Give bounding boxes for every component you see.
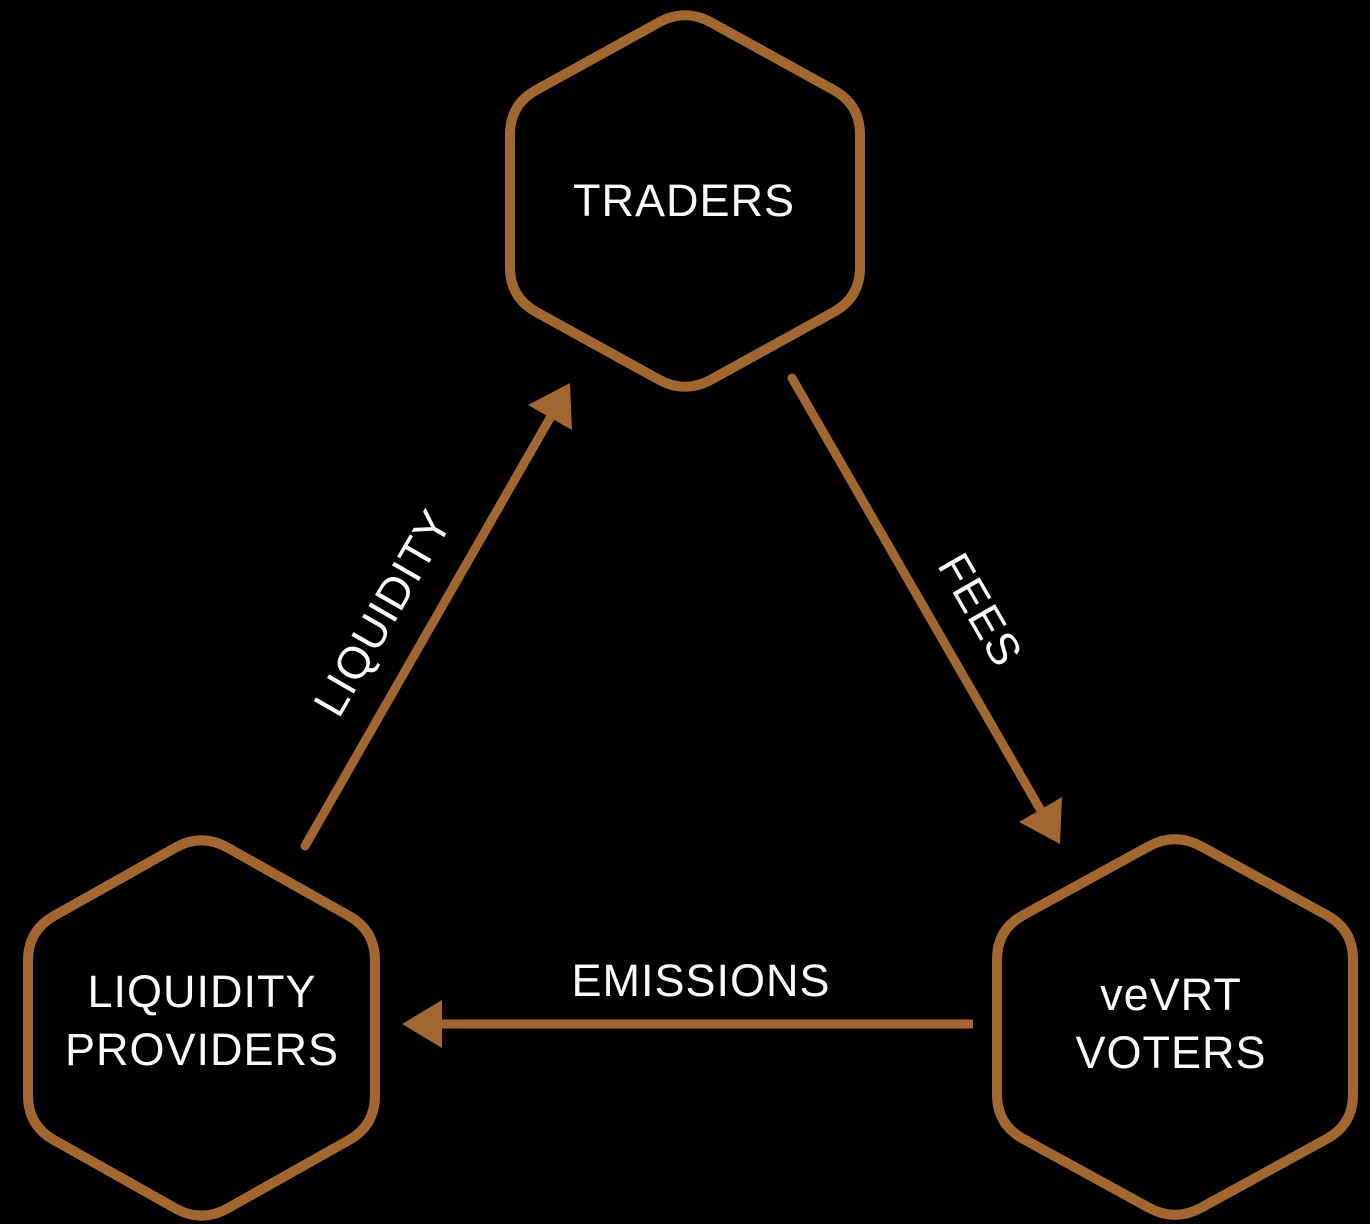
arrow-fees-line <box>787 373 1045 814</box>
arrow-liquidity-head <box>528 383 572 430</box>
arrow-emissions <box>402 1000 973 1048</box>
emissions-edge-label: EMISSIONS <box>571 955 831 1006</box>
arrow-fees <box>787 373 1062 844</box>
vevrt-voters-line2: VOTERS <box>1075 1027 1267 1078</box>
arrow-liquidity <box>300 383 572 851</box>
traders-node-label: TRADERS <box>572 175 796 226</box>
vevrt-voters-node-label: veVRT VOTERS <box>1075 966 1266 1082</box>
liquidity-providers-node-label: LIQUIDITY PROVIDERS <box>65 963 339 1079</box>
hexagon-vevrt-voters <box>992 834 1358 1220</box>
liquidity-providers-line1: LIQUIDITY <box>87 966 317 1017</box>
liquidity-providers-line2: PROVIDERS <box>64 1024 340 1075</box>
hexagon-traders <box>505 10 865 392</box>
arrow-liquidity-line <box>300 413 555 851</box>
hexagon-liquidity-providers <box>23 835 380 1221</box>
vevrt-voters-line1: veVRT <box>1100 969 1242 1020</box>
arrow-emissions-head <box>402 1000 442 1048</box>
arrow-fees-head <box>1019 797 1062 844</box>
